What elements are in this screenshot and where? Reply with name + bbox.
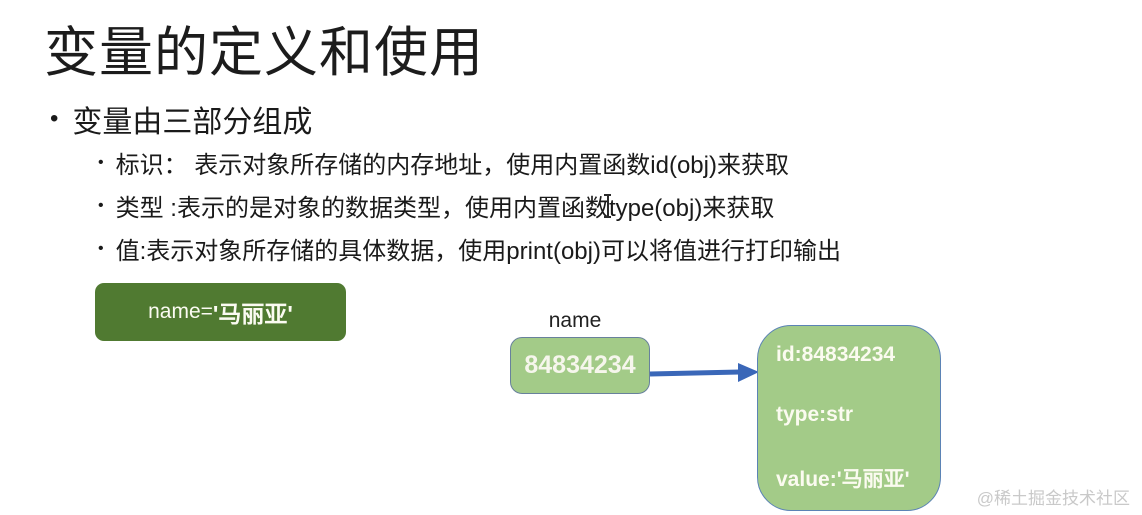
assignment-box: name='马丽亚' [95,283,346,341]
sub-bullet-identifier: • 标识： 表示对象所存储的内存地址，使用内置函数id(obj)来获取 [98,141,841,184]
sub-bullet-type: • 类型 :表示的是对象的数据类型，使用内置函数type(obj)来获取 [98,184,841,227]
assignment-prefix: name= [148,300,213,323]
bullet-main: • 变量由三部分组成 [50,97,312,141]
sub-bullet-text: 标识： 表示对象所存储的内存地址，使用内置函数id(obj)来获取 [115,152,789,179]
bullet-icon: • [98,239,104,257]
i-beam-cursor-icon [603,194,612,218]
address-value: 84834234 [524,351,636,379]
slide-title: 变量的定义和使用 [44,23,484,83]
bullet-icon: • [98,153,104,171]
watermark: @稀土掘金技术社区 [976,489,1130,508]
bullet-icon: • [50,105,59,132]
sub-bullet-text: 值:表示对象所存储的具体数据，使用print(obj)可以将值进行打印输出 [115,238,841,265]
sub-bullet-list: • 标识： 表示对象所存储的内存地址，使用内置函数id(obj)来获取 • 类型… [98,141,841,270]
variable-name-label: name [548,309,602,332]
object-value: value:'马丽亚' [776,468,910,491]
sub-bullet-text: 类型 :表示的是对象的数据类型，使用内置函数type(obj)来获取 [115,195,775,222]
object-type: type:str [776,403,854,426]
address-box: 84834234 [510,337,650,394]
right-arrow-icon [649,363,759,382]
assignment-value: '马丽亚' [212,301,293,327]
bullet-main-text: 变量由三部分组成 [72,106,313,139]
object-id: id:84834234 [776,343,896,366]
object-box: id:84834234 type:str value:'马丽亚' [757,325,941,511]
bullet-icon: • [98,196,104,214]
sub-bullet-value: • 值:表示对象所存储的具体数据，使用print(obj)可以将值进行打印输出 [98,227,841,270]
